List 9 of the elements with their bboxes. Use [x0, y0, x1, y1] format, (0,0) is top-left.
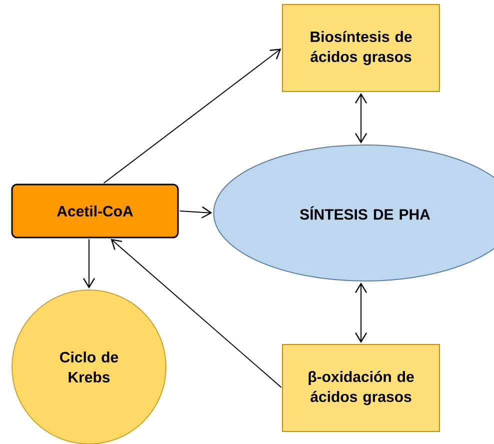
arrow: [355, 93, 368, 144]
process-box: Acetil-CoA: [11, 184, 179, 238]
arrow: [355, 282, 368, 343]
pathway-box: β-oxidación de ácidos grasos: [282, 344, 440, 432]
pathway-box: Biosíntesis de ácidos grasos: [282, 4, 440, 92]
arrow: [103, 48, 282, 184]
arrow: [82, 238, 96, 288]
arrow: [179, 206, 212, 218]
arrow: [110, 238, 282, 388]
